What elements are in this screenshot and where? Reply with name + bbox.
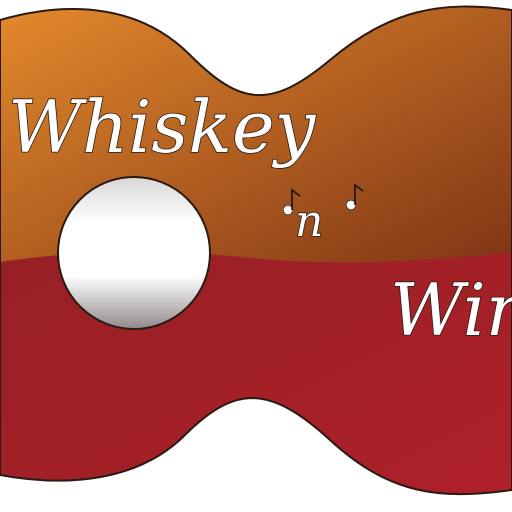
- music-note-icon: [282, 183, 364, 216]
- word-n: n: [295, 196, 323, 247]
- word-wine: Win: [390, 268, 512, 352]
- sound-hole-icon: [57, 176, 211, 330]
- guitar-outline: [0, 5, 512, 496]
- word-whiskey: Whiskey: [8, 85, 317, 169]
